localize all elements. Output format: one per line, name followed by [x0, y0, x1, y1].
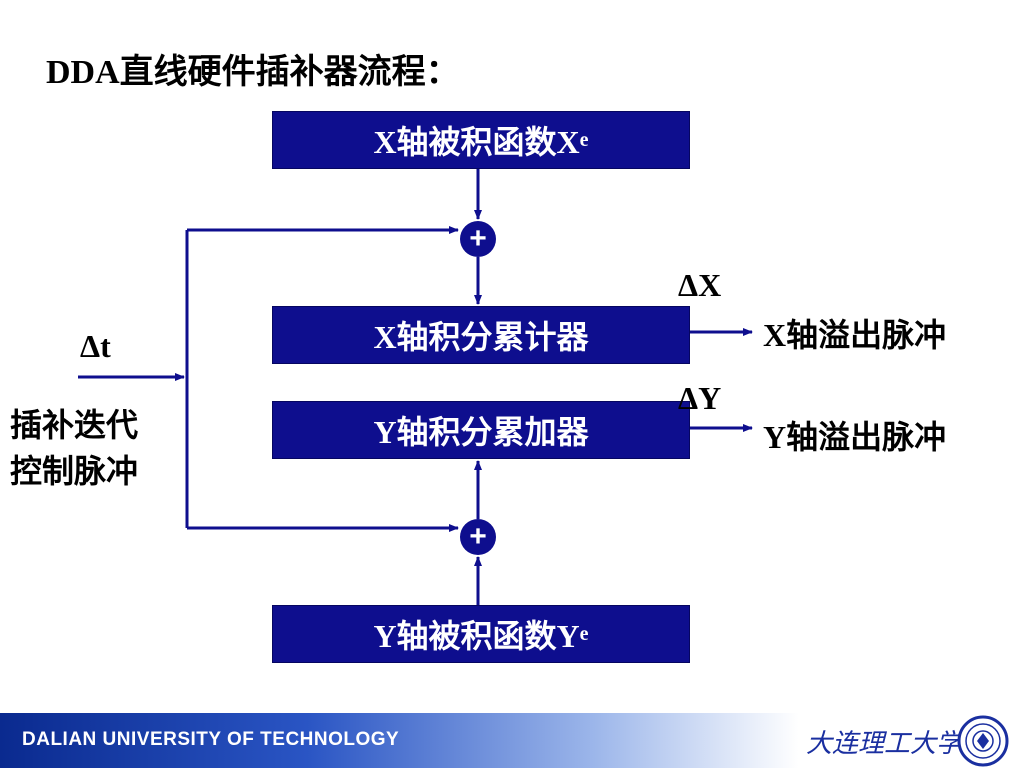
x-overflow-label: X轴溢出脉冲 — [763, 317, 947, 353]
y-accumulator-box: Y轴积分累加器 — [272, 401, 690, 459]
delta-x-label: ΔX — [678, 267, 722, 303]
control-pulse-line2: 控制脉冲 — [10, 453, 139, 489]
university-name: DALIAN UNIVERSITY OF TECHNOLOGY — [22, 729, 400, 750]
y-overflow-label: Y轴溢出脉冲 — [763, 419, 947, 455]
y-integrand-subscript: e — [579, 622, 589, 645]
page-title: DDA直线硬件插补器流程： — [46, 54, 460, 91]
y-integrand-label: Y轴被积函数Y — [373, 618, 580, 654]
control-pulse-line1: 插补迭代 — [10, 407, 139, 443]
x-accumulator-box: X轴积分累计器 — [272, 306, 690, 364]
x-integrand-subscript: e — [579, 128, 589, 151]
university-calligraphy: 大连理工大学 — [806, 729, 963, 759]
x-integrand-label: X轴被积函数X — [373, 124, 580, 160]
control-pulse-label: 插补迭代 控制脉冲 — [10, 402, 138, 494]
footer-bar: DALIAN UNIVERSITY OF TECHNOLOGY 大连理工大学 — [0, 713, 1024, 768]
y-adder-node: + — [460, 519, 496, 555]
delta-y-label: ΔY — [678, 380, 722, 416]
x-adder-node: + — [460, 221, 496, 257]
delta-t-label: Δt — [80, 328, 111, 364]
university-seal-icon — [957, 715, 1009, 767]
